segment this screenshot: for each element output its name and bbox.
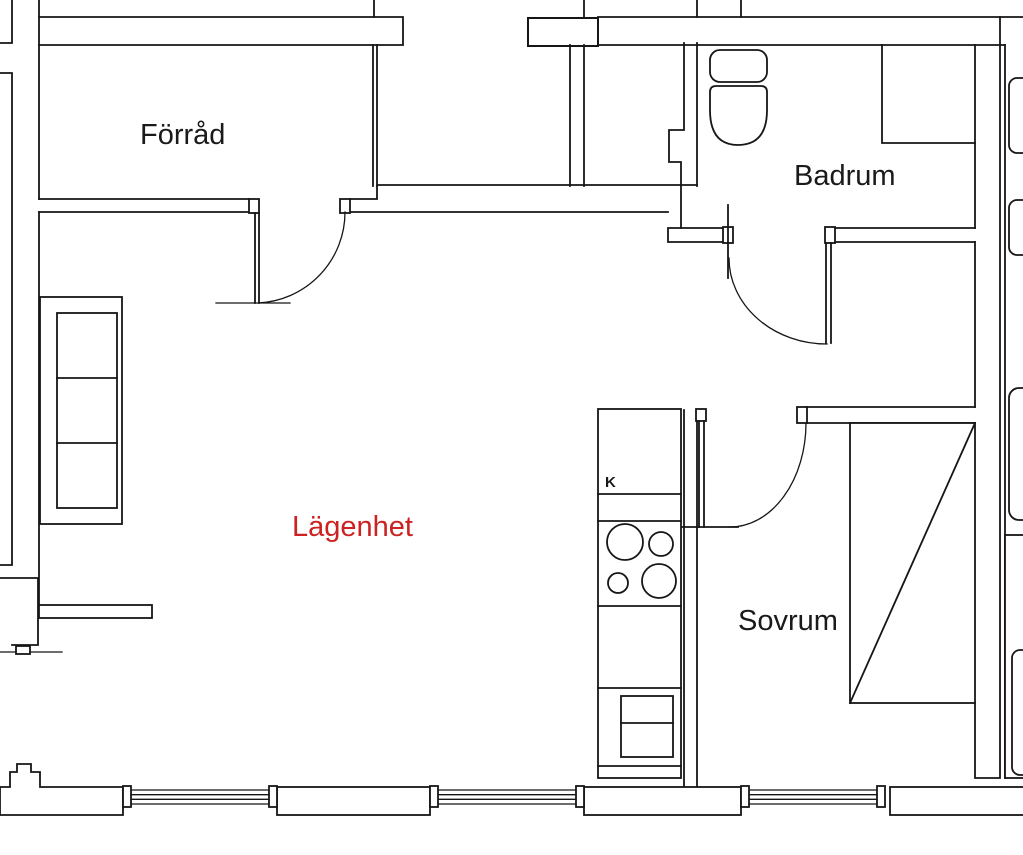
wall-top-band-left [38,16,404,46]
neighbor-fixtures [1004,77,1023,779]
kitchen-unit-icon [597,408,682,779]
kitchen-marker-label: K [605,474,616,491]
wall-bedroom-north [805,406,976,424]
wall-left-outer [0,0,13,566]
window-glazing [748,789,878,805]
burner [607,572,629,594]
wall-left-lower [0,577,39,646]
door-leaf [825,242,832,344]
window-post [740,785,750,808]
window-post [122,785,132,808]
door-jamb [339,198,351,214]
door-swing-arc [728,257,828,345]
door-jamb [796,406,808,424]
wardrobe-icon [881,44,976,144]
wall-bathroom-south [667,227,976,243]
wall-storage-east [372,44,378,187]
burner [606,523,644,561]
window-glazing [130,789,270,805]
room-label-storage: Förråd [140,119,225,151]
window-glazing [437,789,577,805]
door-leaf [254,212,260,304]
wall-right [974,16,1006,779]
sofa-seat [56,312,118,509]
window-symbol [429,785,585,808]
kitchen-section-lines [597,493,682,767]
entry-door [0,645,63,655]
bathroom-door [727,204,832,345]
door-jamb [824,226,836,244]
walls [0,0,1023,788]
wall-kitchen-bedroom [683,409,698,788]
sofa-icon [39,296,123,525]
wall-pillar [276,786,431,816]
fixture [1008,387,1023,521]
wall-top-ticks [373,0,742,19]
room-label-bedroom: Sovrum [738,605,838,637]
door-jamb [695,408,707,422]
burner [641,563,677,599]
labels: Förråd Badrum Lägenhet Sovrum K [140,119,896,637]
window-post [876,785,886,808]
window-post [268,785,278,808]
bed-icon [848,421,977,705]
wall-pillar [889,786,1023,816]
oven-icon [620,695,674,758]
toilet-cistern [709,49,768,83]
fixture [1008,77,1023,154]
sofa-cushion-lines [56,377,118,444]
door-swing-arc [257,211,346,304]
door-jamb [248,198,260,214]
room-label-apartment: Lägenhet [292,511,413,543]
toilet-bowl [709,85,768,146]
toilet-icon [709,49,768,146]
window-symbol [122,785,278,808]
fixture [1008,199,1023,256]
wall-pillar [0,763,124,816]
fixture [1011,649,1023,776]
wall-hall-partition [569,44,585,187]
wall-top-band-right [597,16,1023,46]
bed-diagonal [848,421,977,705]
exterior-south-wall [0,763,1023,816]
room-label-bathroom: Badrum [794,160,896,192]
fixtures [39,44,1023,779]
burner [648,531,674,557]
wall-pillar [583,786,742,816]
wall-bathroom-west [668,42,698,229]
door-jamb [15,645,31,655]
door-leaf [698,420,705,528]
storage-door [215,211,346,304]
wall-pier-block [527,17,599,47]
door-swing-arc [729,422,807,528]
doors [0,204,832,655]
oven-outline [620,695,674,758]
window-post [429,785,439,808]
wall-storage-south [38,184,698,213]
window-symbol [740,785,886,808]
window-post [575,785,585,808]
stove-icon [606,523,677,599]
wall-stub [38,604,153,619]
